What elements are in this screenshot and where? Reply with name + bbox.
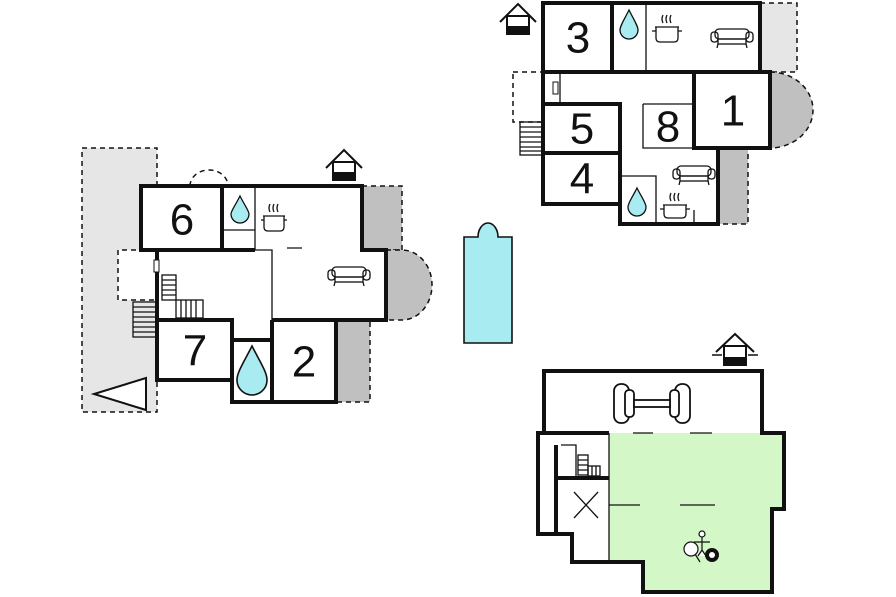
- room-number-2: 2: [292, 338, 316, 387]
- house-entrance-icon: [325, 148, 363, 181]
- top-right-inner-thin: [559, 3, 695, 224]
- room-number-5: 5: [570, 105, 594, 154]
- stairs-icon: [519, 121, 543, 156]
- left-inner-walls: [141, 186, 336, 402]
- cooking-pot-icon: [652, 14, 682, 43]
- bottom-right-building: [536, 332, 786, 594]
- top-right-annex-round: [769, 71, 814, 149]
- bottom-right-inner-walls: [538, 431, 609, 536]
- room-number-1: 1: [721, 87, 745, 136]
- left-annex-top: [361, 185, 403, 251]
- top-right-side-terrace: [512, 71, 544, 123]
- table-tennis-icon: [683, 530, 710, 563]
- water-drop-icon: [627, 186, 647, 217]
- cooking-pot-icon: [261, 203, 287, 232]
- bottom-right-inner-thin: [561, 432, 715, 562]
- billiard-ball-icon: [705, 548, 719, 562]
- room-number-6: 6: [170, 196, 194, 245]
- sofa-icon: [710, 28, 754, 49]
- north-arrow-icon: [90, 376, 147, 412]
- top-right-annex-bottom: [717, 147, 749, 225]
- stairs-icon: [577, 454, 601, 477]
- top-right-terrace: [759, 2, 798, 73]
- room-number-8: 8: [656, 103, 680, 152]
- room-number-4: 4: [570, 155, 594, 204]
- stairs-icon: [132, 274, 204, 338]
- left-building: 6 7 2: [81, 147, 433, 413]
- bottom-right-outer-wall: [536, 369, 786, 594]
- water-drop-icon: [236, 344, 268, 396]
- top-right-building: 3 1 8 5 4: [499, 1, 814, 226]
- water-drop-icon: [230, 194, 250, 224]
- left-terrace: [81, 147, 158, 413]
- cooking-pot-icon: [660, 192, 690, 219]
- storage-cross: [573, 491, 599, 519]
- sofa-icon: [672, 165, 716, 186]
- left-annex-bottom: [335, 319, 371, 403]
- left-side-door: [153, 259, 160, 273]
- sofa-icon: [327, 266, 371, 287]
- dumbbell-icon: [613, 383, 691, 424]
- swimming-pool: [463, 222, 513, 344]
- water-drop-icon: [619, 8, 639, 40]
- left-inner-thin: [222, 186, 302, 320]
- left-annex-round: [385, 249, 433, 321]
- room-number-7: 7: [183, 327, 207, 376]
- house-entrance-icon: [712, 332, 758, 366]
- top-right-side-door: [552, 81, 559, 95]
- house-entrance-icon: [499, 2, 537, 35]
- room-number-3: 3: [566, 14, 590, 63]
- left-bay: [189, 169, 229, 187]
- activity-room: [609, 433, 784, 592]
